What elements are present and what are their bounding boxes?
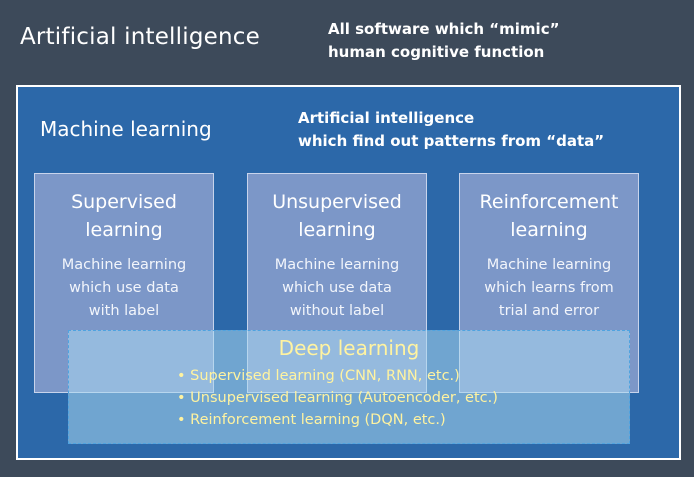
- card-description: Machine learning which use data with lab…: [61, 257, 187, 319]
- deep-learning-box: Deep learning • Supervised learning (CNN…: [68, 330, 630, 444]
- ai-description-text: All software which “mimic” human cogniti…: [328, 20, 560, 61]
- machine-learning-box: Machine learning Artificial intelligence…: [16, 85, 681, 460]
- dl-list: • Supervised learning (CNN, RNN, etc.) •…: [177, 365, 629, 431]
- card-title: Reinforcement learning: [479, 191, 619, 241]
- list-item: • Reinforcement learning (DQN, etc.): [177, 412, 446, 428]
- card-title: Supervised learning: [71, 191, 177, 241]
- list-item: • Unsupervised learning (Autoencoder, et…: [177, 390, 498, 406]
- card-title: Unsupervised learning: [272, 191, 402, 241]
- ai-description: All software which “mimic” human cogniti…: [328, 18, 559, 64]
- ml-description: Artificial intelligence which find out p…: [298, 109, 605, 150]
- card-description: Machine learning which use data without …: [274, 257, 400, 319]
- card-description: Machine learning which learns from trial…: [484, 257, 614, 319]
- ai-title: Artificial intelligence: [20, 24, 260, 50]
- ml-title: Machine learning: [40, 117, 212, 141]
- list-item: • Supervised learning (CNN, RNN, etc.): [177, 368, 460, 384]
- dl-title: Deep learning: [278, 336, 420, 360]
